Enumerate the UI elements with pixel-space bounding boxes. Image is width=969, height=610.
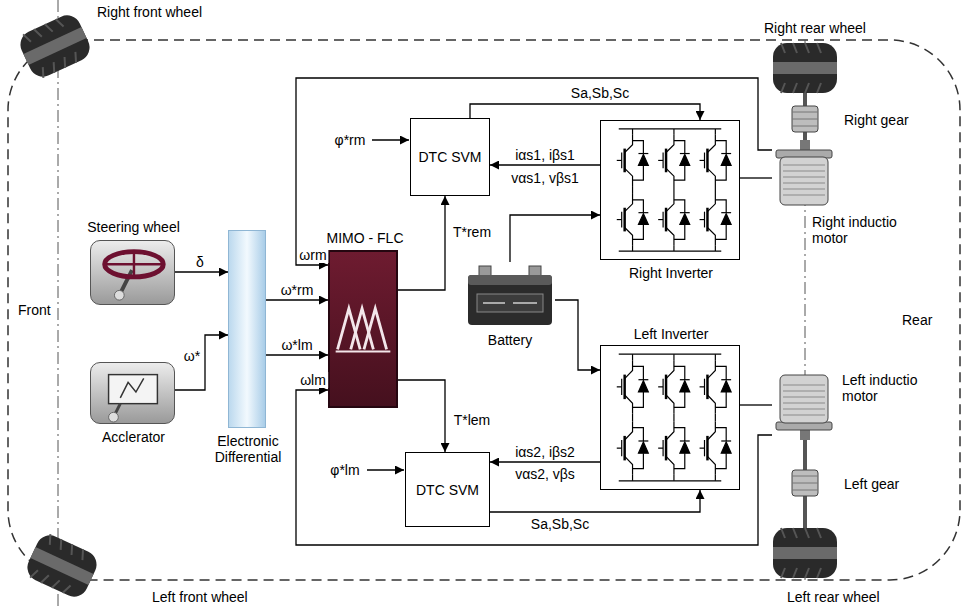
part-label: Right Inverter — [601, 265, 741, 281]
wheel — [773, 43, 837, 93]
part-label: Electronic Differential — [207, 433, 289, 465]
battery: Battery — [465, 262, 555, 328]
gear-label: Left gear — [842, 476, 901, 492]
part-label: MIMO - FLC — [310, 230, 420, 246]
signal-arrow — [266, 354, 328, 355]
steering-input: Steering wheel — [90, 240, 175, 305]
signal-label: ω* — [182, 348, 202, 364]
direction-label: Rear — [900, 312, 934, 328]
signal-label: ω*lm — [279, 337, 314, 353]
signal-label: φ*lm — [328, 462, 361, 478]
steering-wheel-icon — [91, 241, 174, 304]
wheel — [773, 528, 837, 578]
part-label: Left inductio motor — [842, 372, 942, 404]
signal-arrow — [490, 164, 600, 165]
wheel-label: Left front wheel — [150, 589, 250, 605]
wheel-label: Right rear wheel — [762, 20, 868, 36]
inverter-box: Right Inverter — [600, 120, 740, 260]
gear-label: Right gear — [842, 112, 911, 128]
signal-arrow — [296, 78, 772, 265]
signal-label: φ*rm — [333, 132, 368, 148]
signal-arrow — [740, 404, 772, 405]
direction-label: Front — [16, 302, 53, 318]
signal-label: iαs1, iβs1 — [513, 147, 577, 163]
signal-arrow — [266, 299, 328, 300]
motor: Right inductio motor — [772, 140, 836, 208]
signal-arrow — [175, 335, 228, 390]
wheel — [23, 531, 101, 602]
wheel — [16, 11, 94, 82]
signal-label: T*rem — [451, 224, 493, 240]
controller-box: MIMO - FLC — [328, 250, 398, 408]
signal-arrow — [510, 215, 600, 262]
part-label: Battery — [465, 332, 555, 348]
signal-arrow — [740, 177, 772, 178]
signal-label: Sa,Sb,Sc — [569, 85, 631, 101]
induction-motor-icon — [772, 140, 836, 208]
part-label: Left Inverter — [601, 326, 741, 342]
flux-reference-arrow — [372, 139, 409, 140]
motor: Left inductio motor — [772, 372, 836, 440]
accelerator-icon — [91, 363, 174, 423]
induction-motor-icon — [772, 372, 836, 440]
signal-label: vαs1, vβs1 — [509, 170, 581, 186]
wheel-label: Right front wheel — [95, 4, 204, 20]
signal-arrow — [490, 461, 600, 462]
signal-label: Sa,Sb,Sc — [529, 516, 591, 532]
flux-reference-arrow — [367, 469, 404, 470]
signal-label: T*lem — [452, 412, 493, 428]
gear — [792, 470, 818, 496]
gear — [792, 106, 818, 132]
signal-arrow — [555, 300, 600, 370]
control-block: DTC SVM — [410, 118, 490, 196]
car-outline — [8, 40, 960, 580]
part-label: Right inductio motor — [812, 214, 912, 246]
box-label: DTC SVM — [419, 149, 482, 165]
accelerator-input: Acclerator — [90, 362, 175, 424]
signal-label: vαs2, vβs — [513, 466, 577, 482]
battery-icon — [465, 262, 555, 328]
differential-bar: Electronic Differential — [228, 230, 266, 428]
box-label: DTC SVM — [416, 482, 479, 498]
fuzzy-controller-logo — [330, 252, 396, 406]
inverter-switch-bridge — [601, 346, 739, 489]
control-block: DTC SVM — [405, 452, 490, 527]
signal-label: iαs2, iβs2 — [513, 444, 577, 460]
signal-arrow — [175, 271, 228, 272]
inverter-box: Left Inverter — [600, 345, 740, 490]
inverter-switch-bridge — [601, 121, 739, 259]
signal-arrow — [398, 196, 445, 290]
front-axle-line — [58, 0, 59, 610]
signal-arrow — [398, 380, 445, 452]
signal-arrow — [490, 490, 700, 512]
signal-arrow — [470, 104, 700, 120]
signal-label: ωrm — [297, 247, 328, 263]
part-label: Steering wheel — [76, 219, 191, 235]
signal-label: ω*rm — [279, 282, 316, 298]
signal-label: ωlm — [298, 372, 328, 388]
part-label: Acclerator — [81, 429, 186, 445]
wheel-label: Left rear wheel — [785, 589, 882, 605]
signal-label: δ — [194, 254, 206, 270]
